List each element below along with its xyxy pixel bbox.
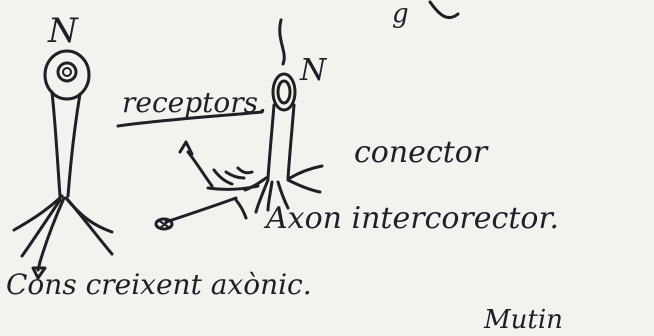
neuron-left-axon bbox=[52, 92, 80, 196]
receptor-arrow bbox=[180, 142, 212, 186]
conector-label: conector bbox=[354, 135, 489, 170]
neuron-left-dendrites bbox=[14, 196, 112, 278]
top-partial-letter: g bbox=[392, 0, 409, 29]
bottom-partial-word: Mutin bbox=[483, 305, 563, 335]
neuron-left-label: N bbox=[47, 11, 79, 51]
top-partial-mark bbox=[430, 2, 458, 18]
axon-interconnector-label: Axon intercorector. bbox=[263, 201, 559, 236]
neuron-right-label: N bbox=[299, 53, 328, 88]
bottom-caption: Cons creixent axònic. bbox=[6, 268, 312, 301]
